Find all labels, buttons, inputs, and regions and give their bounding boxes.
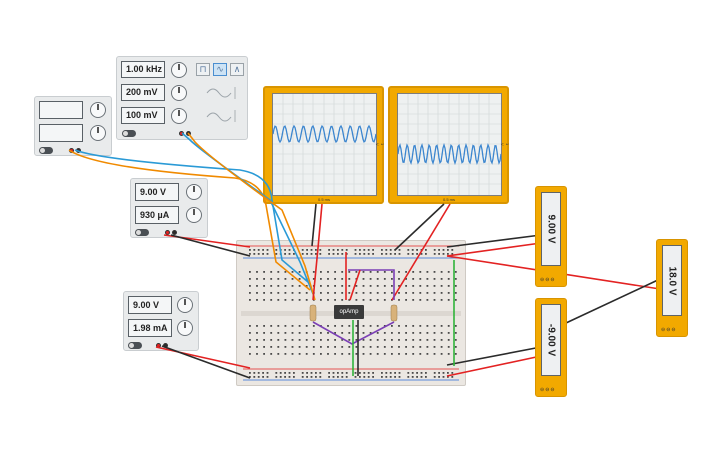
voltage-knob[interactable]: [90, 102, 106, 118]
opamp-chip[interactable]: opAmp: [334, 305, 364, 319]
meter-mode-buttons[interactable]: ⊖⊖⊖: [661, 327, 677, 333]
voltage-display: 9.00 V: [135, 183, 179, 201]
current-display: 1.98 mA: [128, 319, 172, 337]
scope-trace: [272, 94, 377, 195]
scope-screen: [397, 93, 502, 196]
square-wave-button[interactable]: ⊓: [196, 63, 210, 76]
amplitude-knob[interactable]: [171, 85, 187, 101]
oscilloscope-1[interactable]: 0.5 ms 1 V: [263, 86, 385, 204]
power-toggle[interactable]: [39, 147, 53, 154]
voltage-display: 9.00 V: [128, 296, 172, 314]
meter-display: 18.0 V: [662, 245, 682, 316]
power-supply-2[interactable]: 9.00 V 1.98 mA: [123, 291, 199, 351]
sine-offset-icon: [206, 110, 236, 122]
meter-reading: 18.0 V: [666, 266, 678, 295]
power-supply-1[interactable]: 9.00 V 930 µA: [130, 178, 208, 238]
frequency-knob[interactable]: [171, 62, 187, 78]
power-supply-small[interactable]: [34, 96, 112, 156]
frequency-display: 1.00 kHz: [121, 61, 165, 78]
voltage-knob[interactable]: [186, 184, 202, 200]
meter-display: -9.00 V: [541, 304, 561, 376]
resistor-1: [309, 304, 317, 322]
breadboard[interactable]: opAmp: [236, 240, 466, 386]
negative-terminal[interactable]: [172, 230, 177, 235]
triangle-wave-button[interactable]: ∧: [230, 63, 244, 76]
meter-reading: -9.00 V: [545, 323, 557, 357]
scope-screen: [272, 93, 377, 196]
current-knob[interactable]: [90, 125, 106, 141]
time-label: 0.5 ms: [318, 197, 331, 202]
power-toggle[interactable]: [122, 130, 136, 137]
positive-terminal[interactable]: [165, 230, 170, 235]
meter-mode-buttons[interactable]: ⊖⊖⊖: [540, 387, 556, 393]
voltage-display: [39, 101, 83, 119]
voltage-knob[interactable]: [177, 297, 193, 313]
amplitude-display: 200 mV: [121, 84, 165, 101]
current-display: [39, 124, 83, 142]
oscilloscope-2[interactable]: 0.5 ms 1 V: [388, 86, 510, 204]
multimeter-2[interactable]: 18.0 V ⊖⊖⊖: [656, 239, 688, 337]
scope-trace: [397, 94, 502, 195]
power-toggle[interactable]: [135, 229, 149, 236]
current-display: 930 µA: [135, 206, 179, 224]
meter-mode-buttons[interactable]: ⊖⊖⊖: [540, 277, 556, 283]
current-knob[interactable]: [186, 207, 202, 223]
time-label: 0.5 ms: [443, 197, 456, 202]
offset-display: 100 mV: [121, 107, 165, 124]
multimeter-1[interactable]: 9.00 V ⊖⊖⊖: [535, 186, 567, 287]
multimeter-3[interactable]: -9.00 V ⊖⊖⊖: [535, 298, 567, 397]
current-knob[interactable]: [177, 320, 193, 336]
sine-amplitude-icon: [206, 87, 236, 99]
resistor-2: [390, 304, 398, 322]
meter-reading: 9.00 V: [545, 214, 557, 244]
power-toggle[interactable]: [128, 342, 142, 349]
meter-display: 9.00 V: [541, 192, 561, 266]
offset-knob[interactable]: [171, 108, 187, 124]
function-generator[interactable]: 1.00 kHz 200 mV 100 mV ⊓ ∿ ∧: [116, 56, 248, 140]
sine-wave-button[interactable]: ∿: [213, 63, 227, 76]
